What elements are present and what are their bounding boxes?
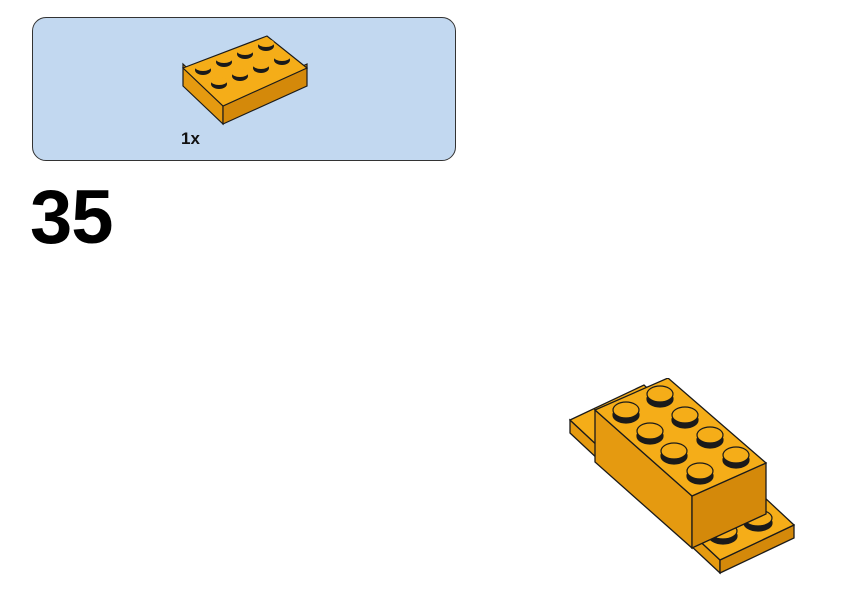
step-number: 35 bbox=[30, 175, 114, 260]
assembly-model-icon bbox=[568, 378, 796, 575]
parts-callout: 1x bbox=[32, 17, 456, 161]
part-quantity: 1x bbox=[181, 129, 200, 148]
brick-2x4-icon bbox=[181, 35, 309, 126]
